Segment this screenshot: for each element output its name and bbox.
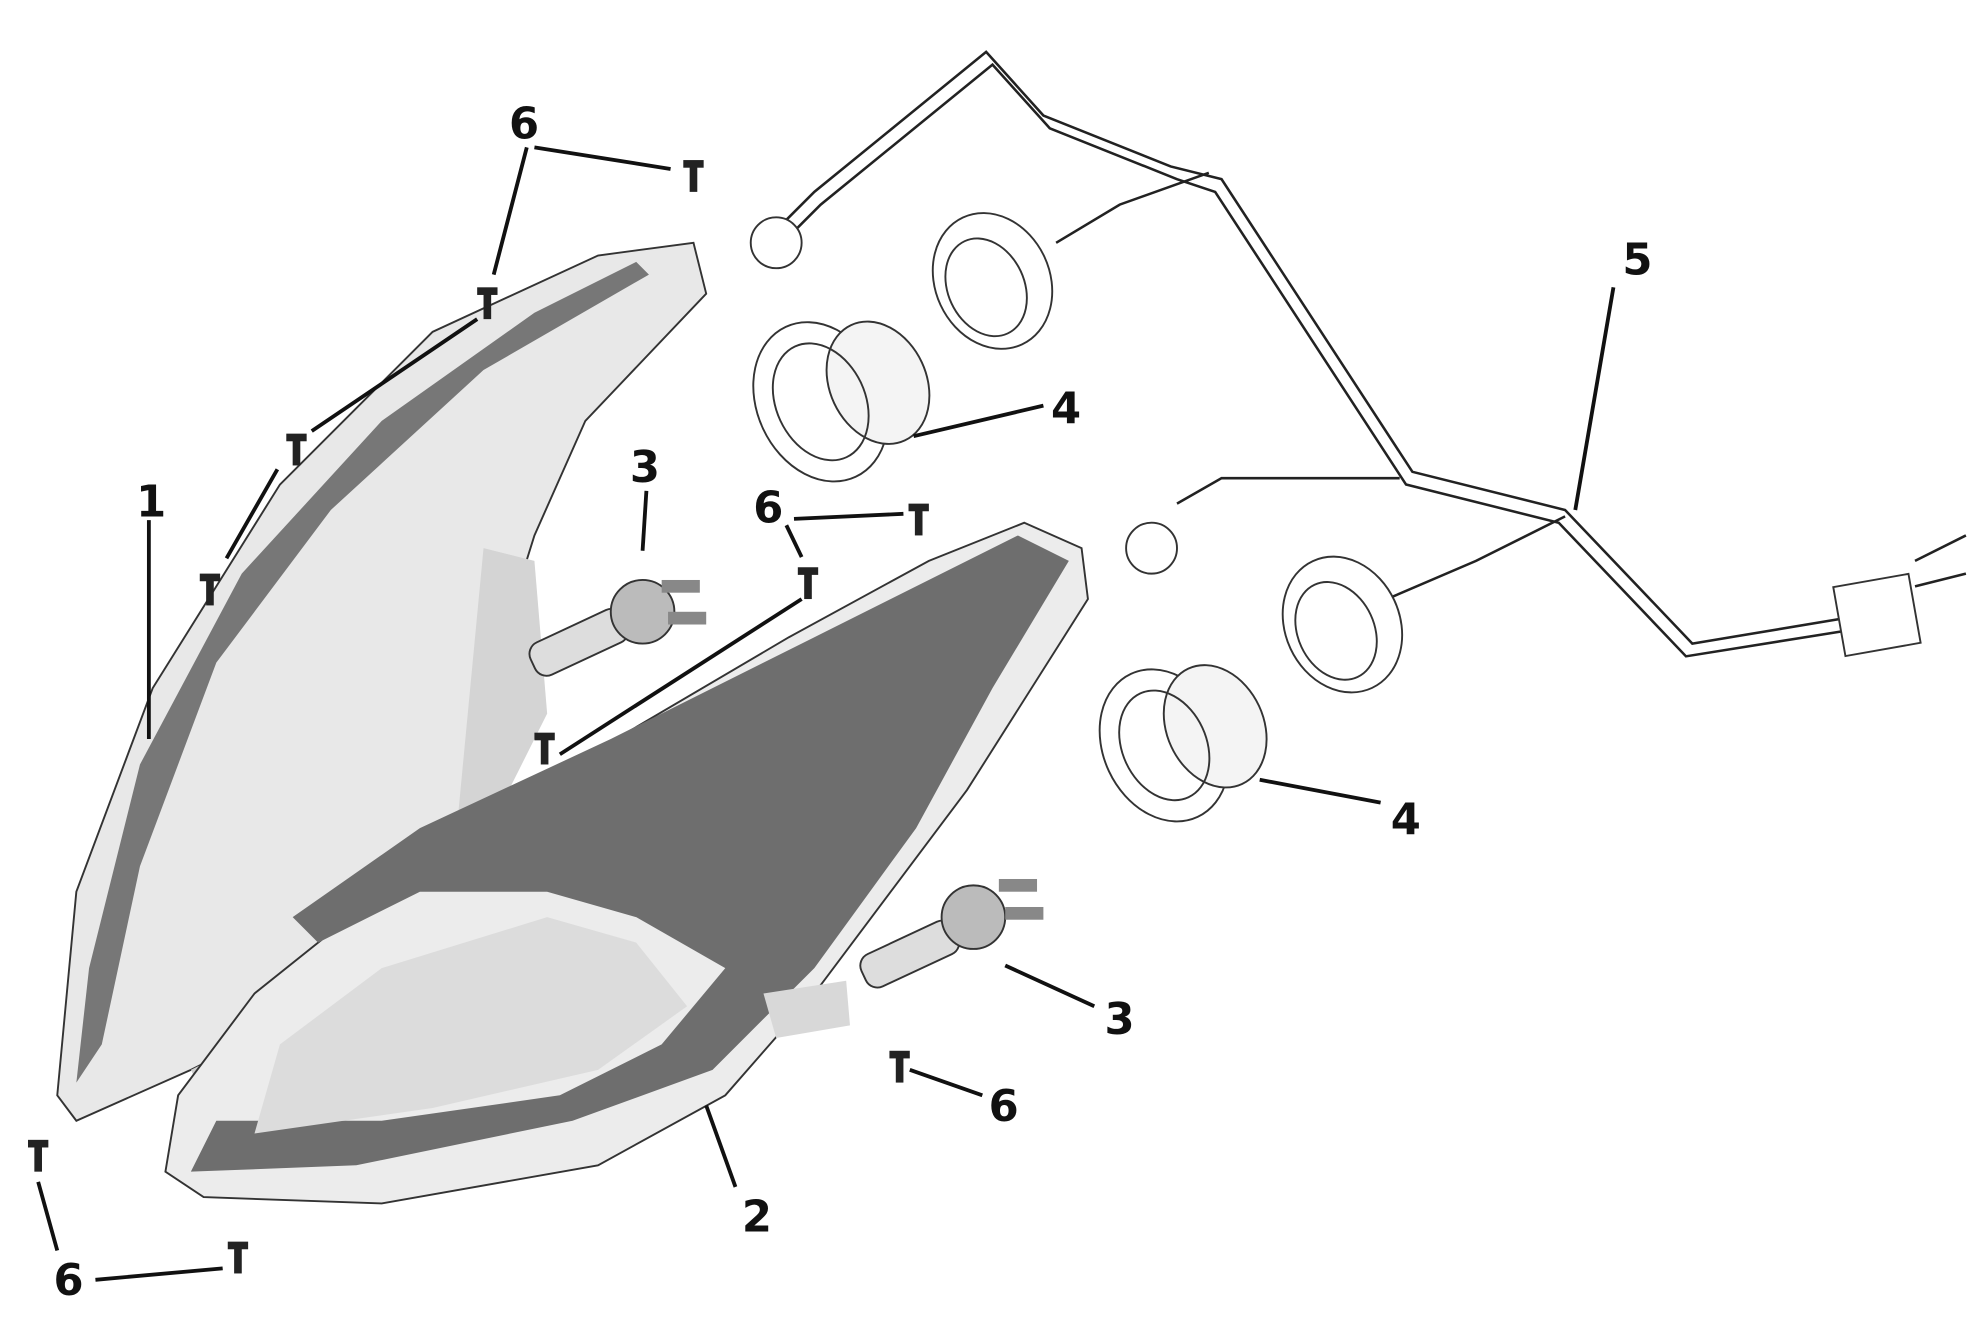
callout-cap-lower: 4 [1391, 795, 1421, 845]
right-headlight-housing [164, 521, 1089, 1205]
cap-upper [752, 320, 931, 483]
screw-icon [286, 433, 307, 466]
screw-icon [27, 1139, 49, 1172]
screw-icon [199, 573, 221, 606]
screw-icon [477, 287, 498, 320]
screw-icon [889, 1050, 910, 1083]
leader-lines [36, 145, 1616, 1282]
callout-labels: 6 5 4 3 1 6 4 3 6 2 6 [53, 99, 1652, 1306]
cap-lower [1098, 664, 1268, 823]
callout-bulb-lower: 3 [1104, 995, 1134, 1045]
callout-screw-lower-right: 6 [989, 1082, 1019, 1132]
screw-icon [534, 732, 555, 765]
callout-bulb-upper: 3 [630, 443, 660, 493]
screw-icon [908, 503, 929, 536]
bulb-lower [859, 878, 1044, 989]
callout-housing-left: 1 [136, 477, 166, 527]
bulb-upper [528, 579, 707, 677]
callout-cap-upper: 4 [1051, 384, 1081, 434]
callout-screw-middle: 6 [753, 484, 783, 534]
screw-icon [797, 567, 819, 600]
callout-harness: 5 [1622, 236, 1652, 286]
wiring-harness [749, 50, 1967, 694]
screws [27, 160, 929, 1274]
screw-icon [683, 160, 704, 192]
screw-icon [227, 1241, 249, 1274]
callout-screw-top: 6 [509, 99, 539, 149]
callout-housing-right: 2 [742, 1192, 772, 1242]
callout-screw-bottom-left: 6 [53, 1256, 83, 1306]
